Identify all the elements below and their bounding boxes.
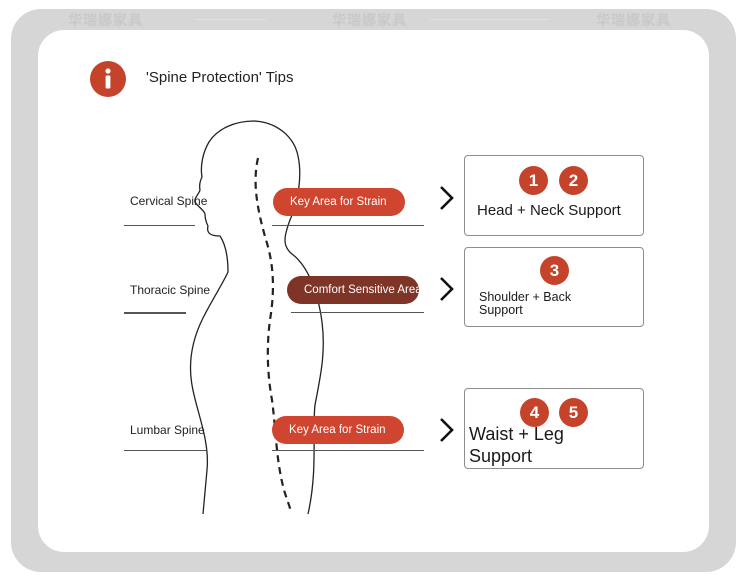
watermark-rule (196, 19, 266, 20)
watermark-text: 华瑞娜家具 (596, 12, 671, 28)
chevron-right-icon (440, 418, 454, 442)
spine-label-cervical: Cervical Spine (130, 194, 208, 208)
support-number-badge: 1 (519, 166, 548, 195)
spine-label-lumbar: Lumbar Spine (130, 423, 205, 437)
support-number-badge: 2 (559, 166, 588, 195)
support-label: Waist + Leg Support (469, 424, 564, 466)
divider-line (124, 225, 195, 226)
divider-line (272, 450, 424, 451)
watermark-rule (430, 19, 550, 20)
support-number-badge: 4 (520, 398, 549, 427)
area-pill-lumbar: Key Area for Strain (272, 416, 404, 444)
spine-label-thoracic: Thoracic Spine (130, 283, 211, 297)
page-title: 'Spine Protection' Tips (146, 69, 294, 86)
spine-dashed-line (254, 157, 293, 513)
body-outline (189, 120, 324, 515)
area-pill-cervical: Key Area for Strain (273, 188, 405, 216)
area-pill-thoracic: Comfort Sensitive Area (287, 276, 419, 304)
support-box-shoulder-back: 3 Shoulder + Back Support (464, 247, 644, 327)
support-box-waist-leg: 4 5 Waist + Leg Support (464, 388, 644, 469)
chevron-right-icon (440, 186, 454, 210)
divider-line (272, 225, 424, 226)
divider-line (124, 312, 186, 314)
support-number-badge: 3 (540, 256, 569, 285)
watermark-text: 华瑞娜家具 (68, 12, 143, 28)
divider-line (291, 312, 424, 313)
support-number-badge: 5 (559, 398, 588, 427)
info-icon (90, 61, 126, 97)
support-label: Head + Neck Support (477, 202, 621, 219)
support-box-head-neck: 1 2 Head + Neck Support (464, 155, 644, 236)
watermark-text: 华瑞娜家具 (332, 12, 407, 28)
divider-line (124, 450, 206, 451)
chevron-right-icon (440, 277, 454, 301)
support-label: Shoulder + Back Support (479, 290, 572, 317)
